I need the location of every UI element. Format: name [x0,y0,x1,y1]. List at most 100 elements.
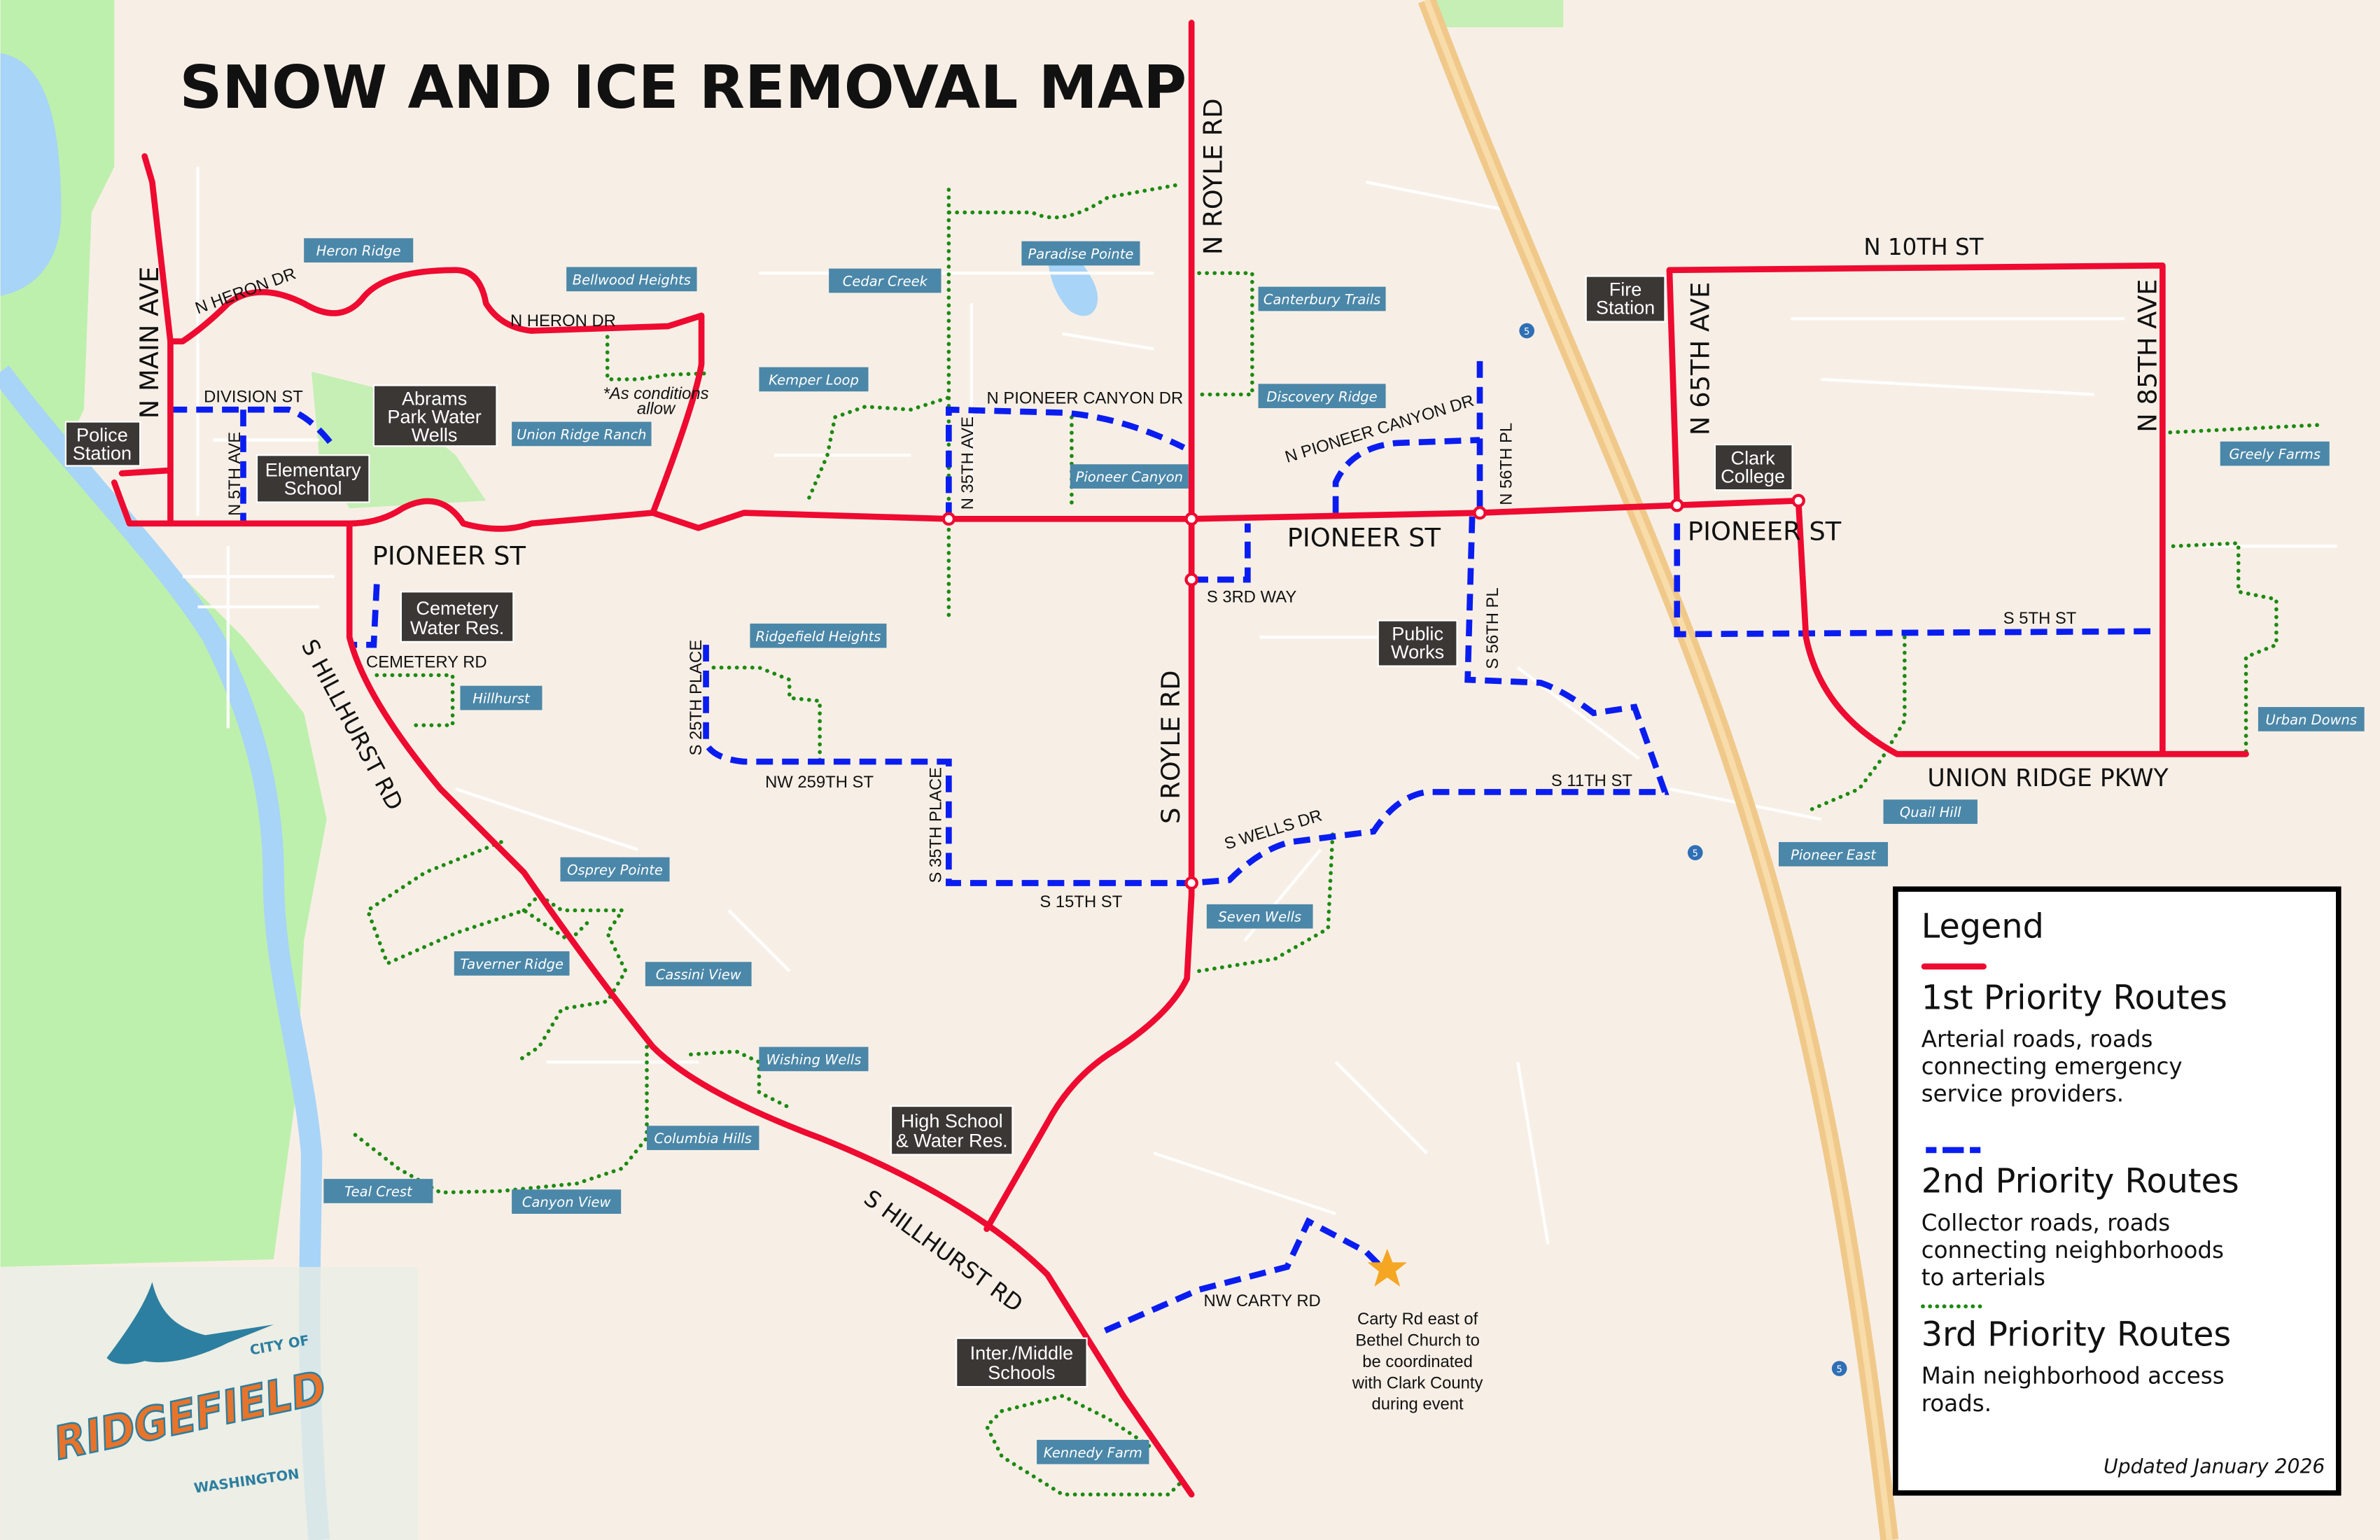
road-label: PIONEER ST [1688,517,1842,547]
facility-high-school-water-res: High School& Water Res. [890,1105,1014,1156]
svg-text:Taverner Ridge: Taverner Ridge [460,956,564,972]
road-label: N HERON DR [510,312,616,330]
legend-item-desc: roads. [1921,1390,1991,1417]
legend-box [1893,886,2342,1496]
road-label: NW 259TH ST [765,773,874,792]
road-label: S 5TH ST [2003,609,2077,628]
road-labels: N MAIN AVE N HERON DR N HERON DR DIVISIO… [134,98,2169,1317]
svg-text:*As conditions: *As conditions [603,384,709,403]
svg-text:Public: Public [1392,623,1443,645]
carty-road-note: Carty Rd east of Bethel Church to be coo… [1352,1310,1483,1413]
svg-text:Columbia Hills: Columbia Hills [654,1130,752,1147]
svg-text:Urban Downs: Urban Downs [2265,712,2357,728]
road-label: S 25TH PLACE [687,640,706,756]
svg-text:with Clark County: with Clark County [1352,1373,1483,1392]
map-title: SNOW AND ICE REMOVAL MAP [179,53,1186,122]
legend-item-desc: to arterials [1921,1264,2045,1291]
neighborhood-label: Pioneer East [1778,841,1889,867]
svg-text:Paradise Pointe: Paradise Pointe [1028,246,1133,262]
priority1-routes [111,20,2249,1498]
road-label: N 56TH PL [1497,423,1516,505]
neighborhood-label: Canterbury Trails [1258,286,1386,312]
svg-text:Fire: Fire [1609,279,1642,300]
neighborhood-label: Bellwood Heights [566,267,697,292]
svg-text:High School: High School [901,1110,1003,1131]
road-label: S 35TH PLACE [927,767,946,883]
svg-text:Canyon View: Canyon View [522,1194,611,1210]
svg-text:Works: Works [1391,641,1444,663]
road-label: N ROYLE RD [1198,98,1228,255]
svg-text:Wishing Wells: Wishing Wells [766,1051,862,1068]
svg-text:Station: Station [1596,297,1655,318]
legend-updated: Updated January 2026 [2104,1455,2325,1478]
neighborhood-label: Union Ridge Ranch [512,421,652,447]
svg-text:Ridgefield Heights: Ridgefield Heights [755,629,881,645]
interstate-shield-icon: 5 [1831,1361,1847,1376]
legend-item-desc: service providers. [1921,1081,2124,1107]
road-label: S 56TH PL [1483,587,1502,669]
interstate-shield-icon: 5 [1687,845,1703,860]
svg-text:Canterbury Trails: Canterbury Trails [1264,292,1380,308]
svg-text:Seven Wells: Seven Wells [1218,909,1301,925]
neighborhood-label: Columbia Hills [647,1126,760,1150]
neighborhood-label: Osprey Pointe [560,857,670,882]
road-label: N 10TH ST [1863,234,1983,260]
svg-text:School: School [284,477,342,499]
intersection-markers [941,493,1805,890]
neighborhood-label: Heron Ridge [304,238,414,262]
svg-text:allow: allow [637,400,676,419]
svg-text:Carty Rd east of: Carty Rd east of [1357,1310,1478,1329]
road-label: N 5TH AVE [225,432,244,516]
road-label: N PIONEER CANYON DR [987,389,1184,408]
star-icon [1367,1248,1407,1287]
svg-text:Teal Crest: Teal Crest [344,1184,413,1200]
svg-text:Park Water: Park Water [387,406,481,428]
svg-text:Elementary: Elementary [265,459,361,481]
neighborhood-label: Cassini View [645,962,752,986]
svg-text:Pioneer East: Pioneer East [1791,847,1877,863]
legend-item-title: 3rd Priority Routes [1921,1316,2232,1354]
svg-text:Hillhurst: Hillhurst [472,691,531,707]
road-label: S ROYLE RD [1156,670,1186,824]
lake [0,52,62,296]
svg-text:Greely Farms: Greely Farms [2229,447,2320,463]
svg-text:Police: Police [76,424,128,446]
neighborhood-labels: Heron Ridge Bellwood Heights Union Ridge… [304,238,2365,1464]
interstate-shield-icon: 5 [1519,323,1535,339]
neighborhood-label: Kemper Loop [759,367,869,392]
road-label: S 3RD WAY [1207,587,1297,606]
road-label: N 85TH AVE [2133,279,2163,432]
neighborhood-label: Taverner Ridge [454,951,570,976]
legend-item-desc: Collector roads, roads [1921,1210,2171,1236]
svg-text:Water Res.: Water Res. [410,617,504,638]
svg-text:Cedar Creek: Cedar Creek [843,274,928,290]
svg-text:Osprey Pointe: Osprey Pointe [567,862,663,878]
legend-item-desc: Arterial roads, roads [1921,1026,2153,1053]
neighborhood-label: Quail Hill [1883,799,1977,824]
svg-text:during event: during event [1372,1395,1464,1414]
road-label: NW CARTY RD [1204,1292,1321,1310]
svg-text:5: 5 [1693,849,1698,860]
road-label: UNION RIDGE PKWY [1927,764,2169,792]
road-label: PIONEER ST [372,540,526,570]
parkland-west [0,0,327,1267]
svg-text:5: 5 [1837,1364,1842,1375]
legend-item-title: 2nd Priority Routes [1921,1163,2239,1201]
legend-item-title: 1st Priority Routes [1921,979,2227,1017]
legend-item-desc: connecting emergency [1921,1054,2183,1080]
neighborhood-label: Seven Wells [1206,904,1313,929]
pond [1047,248,1098,316]
neighborhood-label: Cedar Creek [829,268,941,293]
neighborhood-label: Greely Farms [2220,441,2330,466]
svg-text:Union Ridge Ranch: Union Ridge Ranch [517,426,646,442]
svg-text:Inter./Middle: Inter./Middle [970,1342,1074,1364]
neighborhood-label: Discovery Ridge [1258,384,1386,409]
